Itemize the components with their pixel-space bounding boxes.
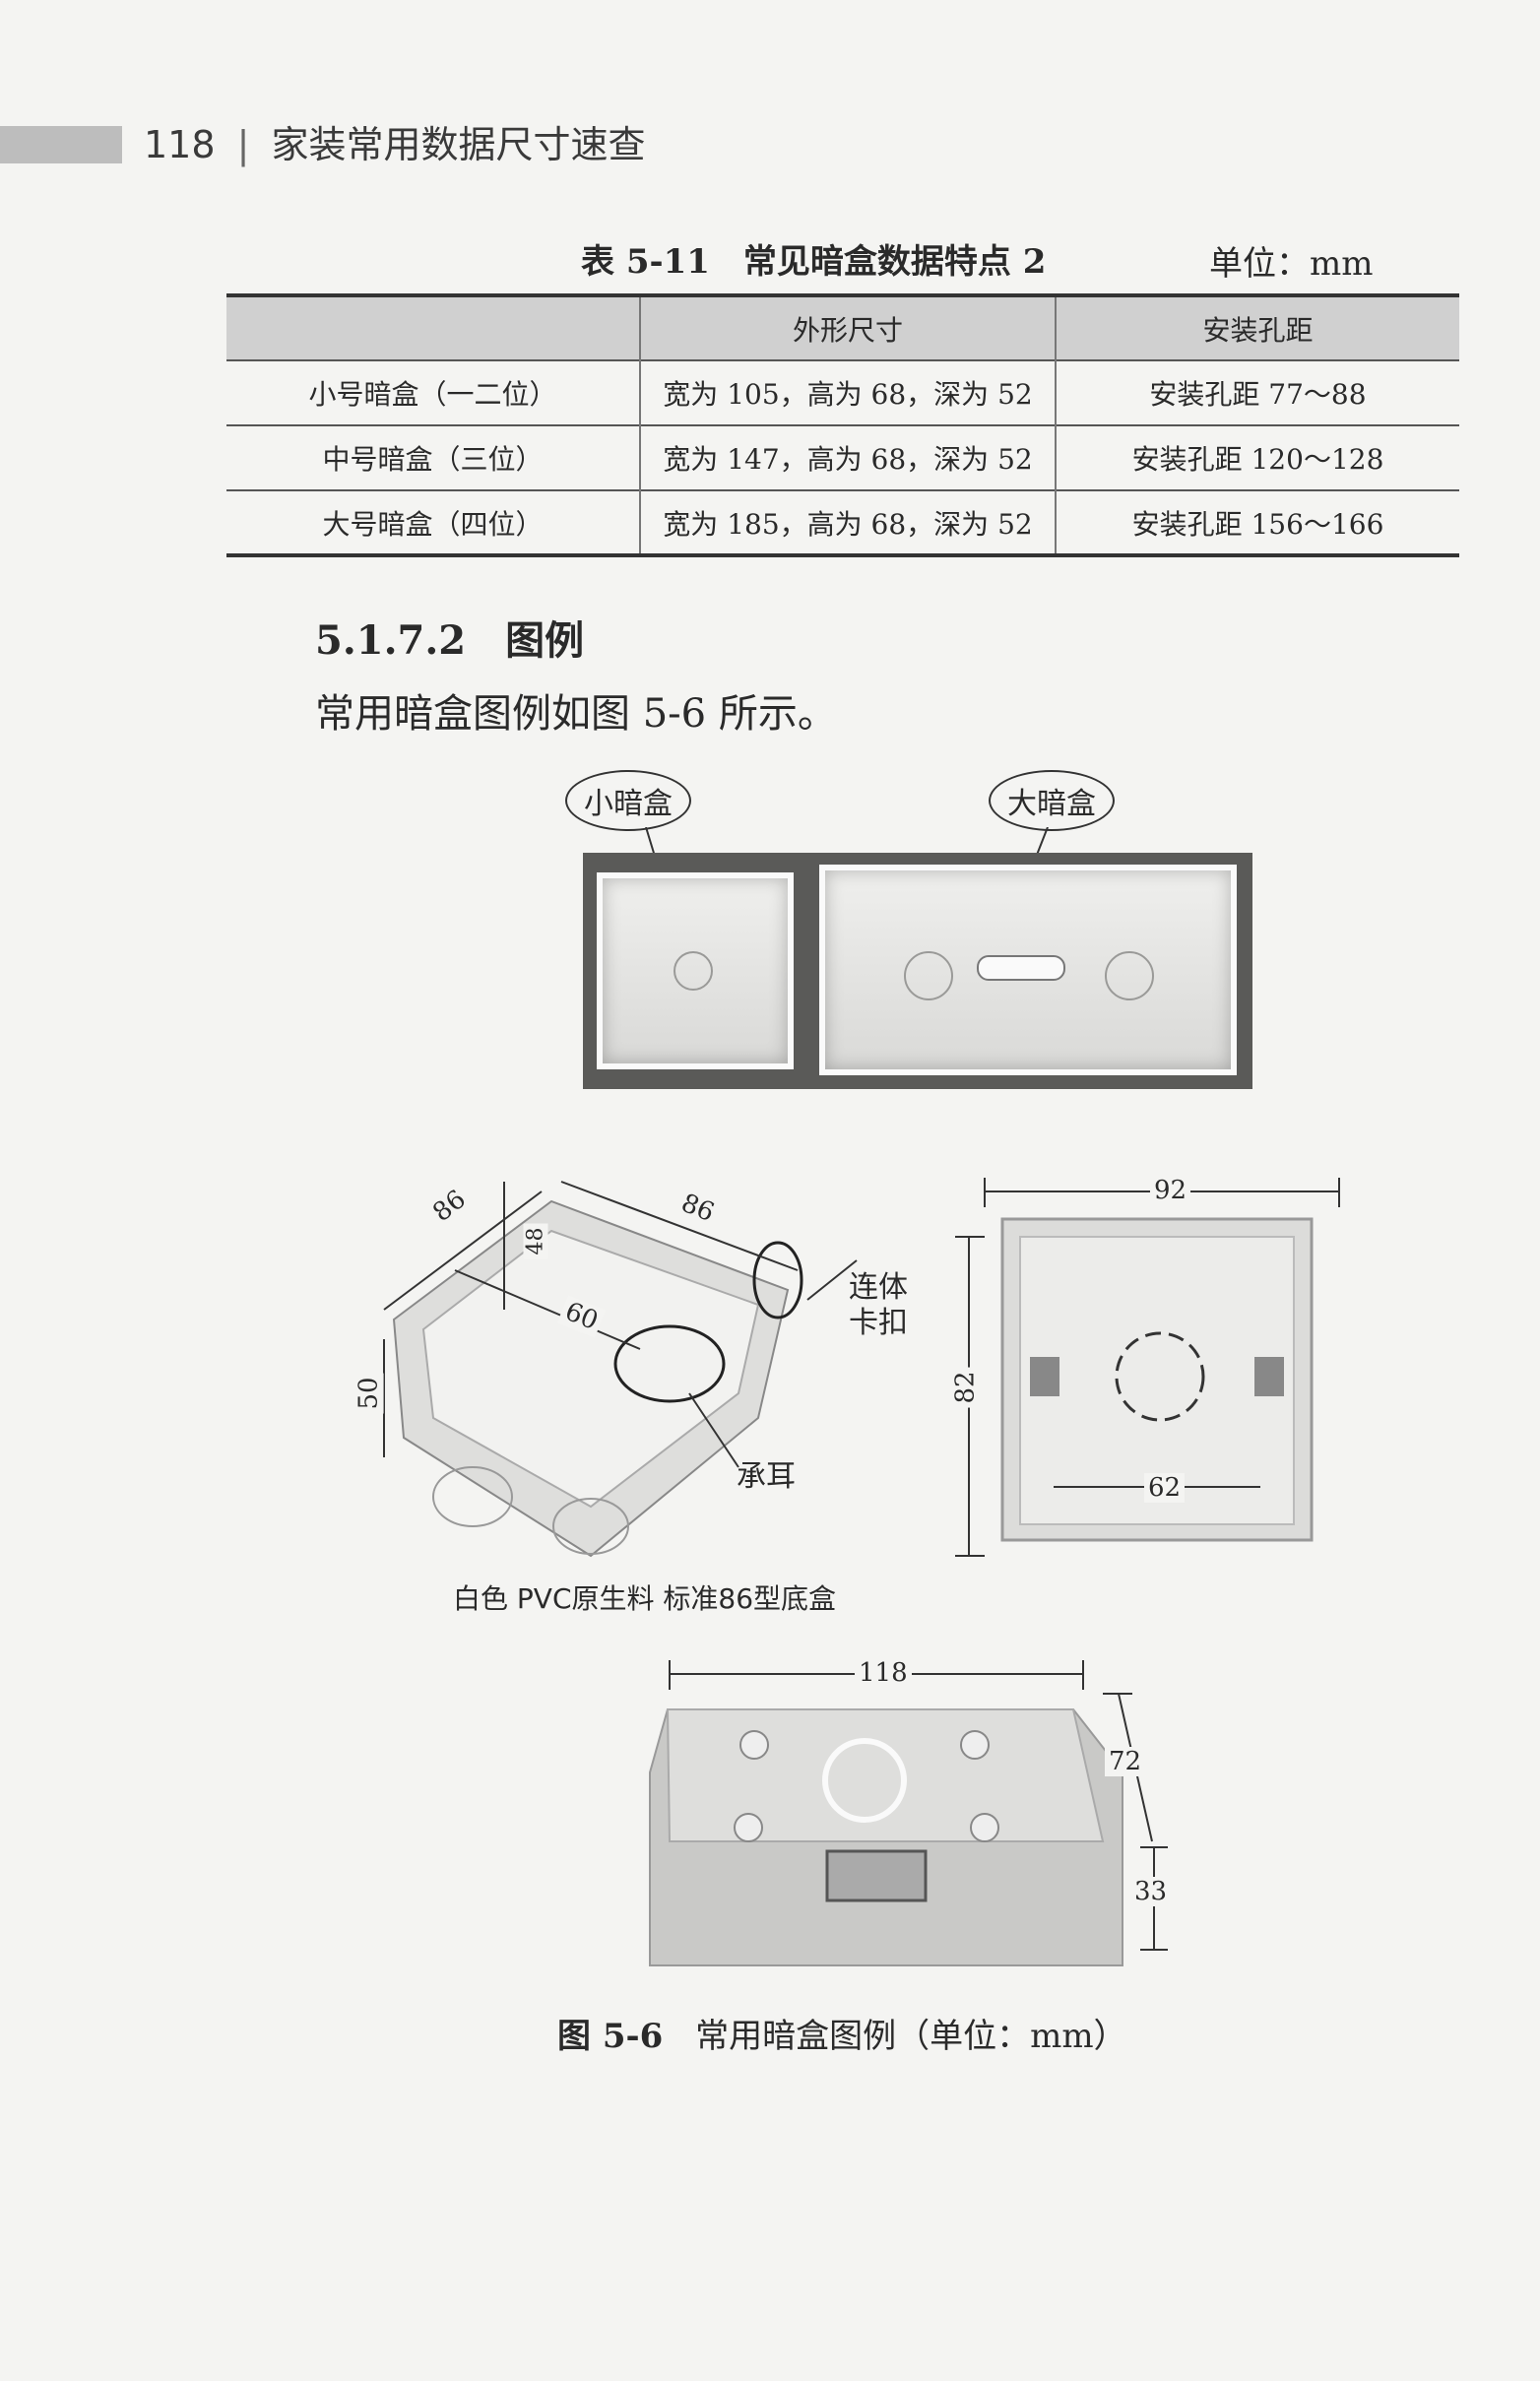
dim-label: 72 bbox=[1105, 1747, 1146, 1776]
dim-label: 118 bbox=[855, 1658, 912, 1688]
table-cell: 大号暗盒（四位） bbox=[226, 490, 641, 555]
dim-label: 82 bbox=[950, 1367, 981, 1408]
knockout-hole bbox=[904, 951, 953, 1000]
table-row: 小号暗盒（一二位） 宽为 105，高为 68，深为 52 安装孔距 77～88 bbox=[226, 360, 1459, 425]
table-row: 中号暗盒（三位） 宽为 147，高为 68，深为 52 安装孔距 120～128 bbox=[226, 425, 1459, 490]
figure-caption: 图 5-6 常用暗盒图例（单位：mm） bbox=[557, 2009, 1127, 2057]
photo-box-comparison bbox=[583, 853, 1252, 1089]
table-cell: 中号暗盒（三位） bbox=[226, 425, 641, 490]
table-title: 表 5-11 常见暗盒数据特点 2 bbox=[581, 242, 1047, 282]
header-separator: | bbox=[236, 123, 250, 166]
dim-label: 33 bbox=[1130, 1877, 1172, 1906]
clip-label: 连体 卡扣 bbox=[849, 1270, 908, 1341]
spec-table: 外形尺寸 安装孔距 小号暗盒（一二位） 宽为 105，高为 68，深为 52 安… bbox=[226, 293, 1459, 557]
callout-large-box: 大暗盒 bbox=[989, 770, 1115, 831]
figure-caption-label: 图 5-6 bbox=[557, 2017, 664, 2056]
iso-box-caption: 白色 PVC原生料 标准86型底盒 bbox=[453, 1582, 837, 1615]
table-cell: 小号暗盒（一二位） bbox=[226, 360, 641, 425]
table-cell: 宽为 105，高为 68，深为 52 bbox=[640, 360, 1057, 425]
running-header: 118 | 家装常用数据尺寸速查 bbox=[144, 122, 646, 167]
table-cell: 宽为 147，高为 68，深为 52 bbox=[640, 425, 1057, 490]
table-cell: 安装孔距 77～88 bbox=[1149, 378, 1367, 411]
table-row: 大号暗盒（四位） 宽为 185，高为 68，深为 52 安装孔距 156～166 bbox=[226, 490, 1459, 555]
table-header-cell bbox=[226, 295, 641, 360]
page-number: 118 bbox=[144, 123, 216, 166]
book-title: 家装常用数据尺寸速查 bbox=[271, 123, 646, 166]
section-heading: 5.1.7.2 图例 bbox=[315, 617, 585, 664]
table-header-row: 外形尺寸 安装孔距 bbox=[226, 295, 1459, 360]
callout-small-box: 小暗盒 bbox=[565, 770, 691, 831]
iso-box-drawing bbox=[383, 1181, 858, 1558]
knockout-hole bbox=[1105, 951, 1154, 1000]
table-header-cell: 安装孔距 bbox=[1202, 313, 1314, 347]
bottom-box-drawing bbox=[649, 1660, 1168, 1966]
front-box-drawing bbox=[955, 1178, 1340, 1557]
header-decor-bar bbox=[0, 126, 122, 163]
callout-small-label: 小暗盒 bbox=[584, 787, 673, 821]
table-cell: 安装孔距 156～166 bbox=[1131, 507, 1384, 541]
table-cell: 安装孔距 120～128 bbox=[1131, 443, 1384, 476]
dim-label: 62 bbox=[1144, 1473, 1186, 1503]
table-unit: 单位：mm bbox=[1209, 244, 1374, 284]
clip-label-line2: 卡扣 bbox=[849, 1306, 908, 1340]
section-body: 常用暗盒图例如图 5-6 所示。 bbox=[315, 691, 837, 737]
knockout-hole bbox=[674, 951, 713, 991]
ear-label: 承耳 bbox=[737, 1459, 796, 1494]
clip-label-line1: 连体 bbox=[849, 1270, 908, 1305]
table-cell: 宽为 185，高为 68，深为 52 bbox=[640, 490, 1057, 555]
dim-label: 48 bbox=[523, 1223, 548, 1259]
dim-label: 92 bbox=[1150, 1176, 1191, 1205]
callout-large-label: 大暗盒 bbox=[1007, 787, 1096, 821]
figure-caption-text: 常用暗盒图例（单位：mm） bbox=[695, 2017, 1127, 2056]
dim-label: 50 bbox=[353, 1373, 384, 1414]
table-header-cell: 外形尺寸 bbox=[640, 295, 1057, 360]
center-clip bbox=[977, 955, 1065, 981]
